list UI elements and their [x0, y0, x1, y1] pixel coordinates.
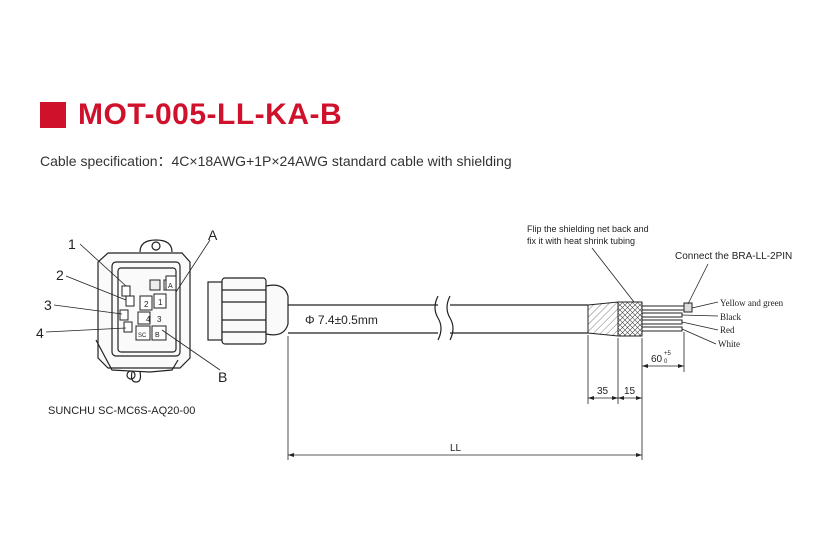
dim-60: 60 — [651, 354, 663, 365]
cable-gland — [207, 277, 289, 345]
cable-diameter: Φ 7.4±0.5mm — [305, 313, 378, 327]
wire-ends — [641, 302, 693, 332]
title-marker-icon — [40, 102, 66, 128]
cable-body — [288, 295, 588, 341]
pin-label-B: B — [155, 332, 160, 339]
dim-35: 35 — [597, 386, 609, 397]
wire-label-yellow-green: Yellow and green — [720, 298, 784, 308]
pin-label-4: 4 — [146, 315, 151, 324]
dim-60-tol-down: 0 — [664, 359, 668, 365]
connector-leaders — [45, 239, 221, 371]
shield-note-line1: Flip the shielding net back and — [527, 224, 649, 234]
heat-shrink-tubing — [587, 301, 643, 337]
wire-label-red: Red — [720, 325, 735, 335]
dim-15: 15 — [624, 386, 636, 397]
page-title: MOT-005-LL-KA-B — [78, 98, 343, 131]
cable-specification: Cable specification：4C×18AWG+1P×24AWG st… — [40, 153, 512, 169]
shield-note-leader — [591, 247, 635, 303]
callout-A: A — [208, 227, 218, 243]
dimension-arrows — [288, 364, 684, 457]
wire-label-black: Black — [720, 312, 741, 322]
pin-label-A: A — [168, 283, 173, 290]
dim-60-tol-up: +5 — [664, 351, 672, 357]
dim-LL: LL — [450, 443, 462, 454]
connect-note: Connect the BRA-LL-2PIN — [675, 251, 792, 262]
dimension-lines — [287, 332, 685, 460]
connect-note-leader — [687, 263, 709, 305]
shield-note-line2: fix it with heat shrink tubing — [527, 236, 635, 246]
callout-4: 4 — [36, 325, 44, 341]
callout-1: 1 — [68, 236, 76, 252]
pin-label-1: 1 — [158, 298, 163, 307]
callout-2: 2 — [56, 267, 64, 283]
callout-3: 3 — [44, 297, 52, 313]
title-block: MOT-005-LL-KA-B — [40, 98, 342, 132]
pin-labels: 4 3 2 1 A B SC — [138, 283, 173, 339]
pin-label-SC: SC — [138, 333, 147, 339]
connector-part-number: SUNCHU SC-MC6S-AQ20-00 — [48, 405, 195, 417]
callout-B: B — [218, 369, 227, 385]
wire-leaders — [681, 301, 719, 345]
connector-pins — [119, 275, 177, 341]
connector-flange — [95, 239, 191, 383]
wire-label-white: White — [718, 339, 740, 349]
pin-label-3: 3 — [157, 315, 162, 324]
pin-label-2: 2 — [144, 300, 149, 309]
